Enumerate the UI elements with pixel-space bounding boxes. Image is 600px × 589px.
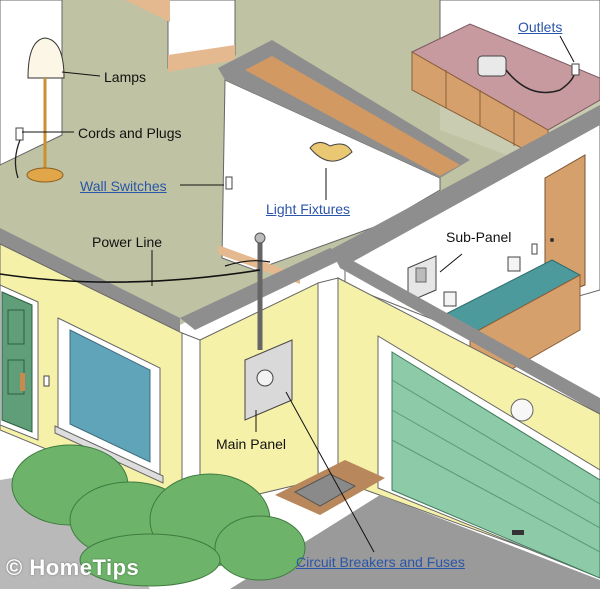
main-panel-label: Main Panel: [216, 436, 286, 452]
outlet-subpanel-1: [508, 257, 520, 271]
garage-light: [511, 399, 533, 421]
hometips-watermark: © HomeTips: [6, 555, 139, 581]
light-fixtures-link[interactable]: Light Fixtures: [266, 201, 350, 217]
lamps-label: Lamps: [104, 69, 146, 85]
outlets-link[interactable]: Outlets: [518, 19, 562, 35]
corner-post-right: [318, 278, 338, 480]
exterior-switch: [44, 376, 49, 386]
power-line-label: Power Line: [92, 234, 162, 250]
switch-subpanel: [532, 244, 537, 254]
wall-switch: [226, 177, 232, 189]
cords-and-plugs-label: Cords and Plugs: [78, 125, 182, 141]
circuit-breakers-and-fuses-link[interactable]: Circuit Breakers and Fuses: [296, 554, 465, 570]
watermark-brand: HomeTips: [29, 555, 139, 580]
outlet-kitchen: [572, 64, 579, 75]
copyright-symbol: ©: [6, 555, 23, 580]
front-door: [2, 292, 32, 432]
wall-switches-link[interactable]: Wall Switches: [80, 178, 167, 194]
outlet-subpanel-2: [444, 292, 456, 306]
sub-panel-label: Sub-Panel: [446, 229, 511, 245]
toaster: [478, 56, 506, 76]
outlet-lamp: [16, 128, 23, 140]
